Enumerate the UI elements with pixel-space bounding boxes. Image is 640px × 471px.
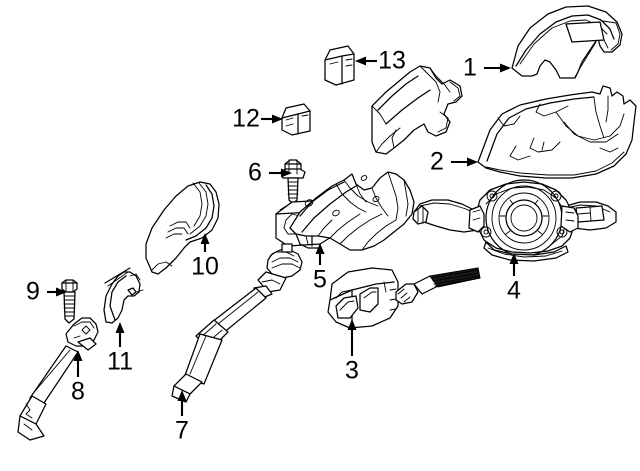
part-steering-column-upper-shroud[interactable] [511, 5, 623, 79]
part-steering-column-housing[interactable] [289, 65, 463, 251]
callout-6-label: 6 [248, 159, 262, 187]
callout-2-label: 2 [430, 148, 444, 176]
callout-4-label: 4 [507, 277, 521, 305]
callout-7[interactable]: 7 [175, 390, 189, 445]
callout-8[interactable]: 8 [71, 350, 85, 406]
part-steering-column-boot-seal[interactable] [145, 181, 220, 275]
callout-5[interactable]: 5 [313, 243, 327, 294]
part-intermediate-shaft-universal-joint[interactable] [17, 317, 99, 441]
part-pinch-bolt[interactable] [61, 279, 78, 324]
part-control-module-large[interactable] [324, 45, 355, 86]
callout-3[interactable]: 3 [345, 319, 359, 385]
callout-6[interactable]: 6 [248, 159, 292, 187]
callout-3-label: 3 [345, 357, 359, 385]
callout-10[interactable]: 10 [191, 233, 219, 281]
part-control-module-small[interactable] [281, 103, 311, 136]
callout-8-label: 8 [71, 378, 85, 406]
callout-9-label: 9 [26, 278, 40, 306]
callout-7-label: 7 [175, 417, 189, 445]
callout-9[interactable]: 9 [26, 278, 67, 306]
callout-11[interactable]: 11 [107, 322, 133, 376]
callout-group: 1 2 3 4 5 [26, 47, 521, 445]
part-steering-column-lower-shroud[interactable] [477, 85, 637, 179]
callout-11-label: 11 [107, 348, 133, 376]
part-flange-bolt-upper[interactable] [280, 159, 306, 205]
callout-1[interactable]: 1 [463, 54, 511, 82]
part-lower-steering-shaft[interactable] [171, 249, 303, 403]
callout-13-label: 13 [378, 47, 406, 75]
callout-13[interactable]: 13 [355, 47, 406, 75]
callout-10-label: 10 [191, 253, 219, 281]
callout-12[interactable]: 12 [232, 105, 283, 133]
callout-12-label: 12 [232, 105, 260, 133]
callout-4[interactable]: 4 [507, 253, 521, 305]
callout-2[interactable]: 2 [430, 148, 478, 176]
part-tilt-release-lever[interactable] [103, 267, 144, 324]
callout-5-label: 5 [313, 266, 327, 294]
part-ignition-switch-module[interactable] [327, 267, 481, 329]
callout-1-label: 1 [463, 54, 477, 82]
part-combination-switch-clockspring[interactable] [412, 179, 617, 262]
